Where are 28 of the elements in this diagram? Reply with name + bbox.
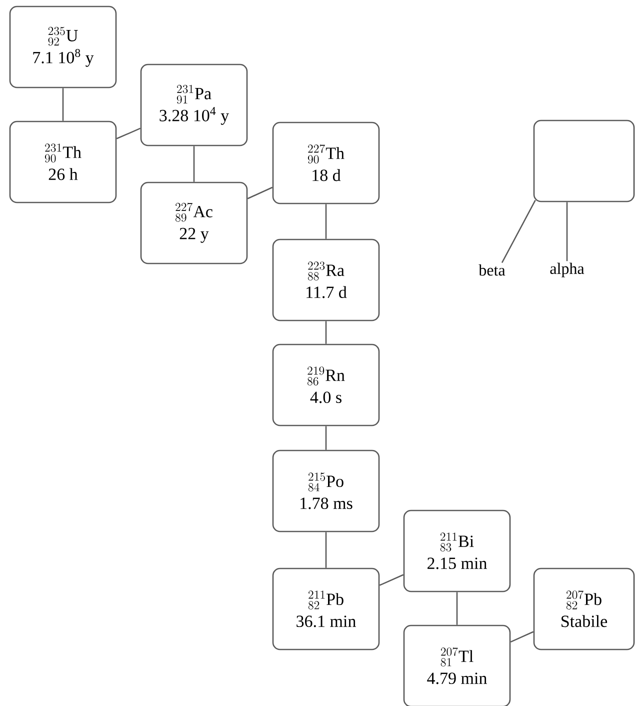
decay-label: beta [478,264,506,276]
nuclide-box: ${}^{231}_{90}\mathrm{Th}$ 26 h [9,120,117,204]
nuclide-box: ${}^{223}_{88}\mathrm{Ra}$ 11.7 d [272,238,380,322]
nuclide-box: ${}^{227}_{90}\mathrm{Th}$ 18 d [272,122,380,204]
nuclide-box: ${}^{227}_{89}\mathrm{Ac}$ 22 y [140,182,248,264]
decay-label: alpha [550,262,584,278]
decay-line [325,532,327,568]
nuclide-box: ${}^{211}_{83}\mathrm{Bi}$ 2.15 min [403,510,511,592]
nuclide-box: ${}^{207}_{82}\mathrm{Pb}$ Stabile [533,568,635,650]
nuclide-box: ${}^{215}_{84}\mathrm{Po}$ 1.78 ms [272,450,380,532]
nuclide-box: ${}^{231}_{91}\mathrm{Pa}$ 3.28 10$^{4}$ y [140,64,248,146]
leader-line [566,202,568,262]
leader-line [501,200,536,264]
decay-line [325,321,327,344]
nuclide-box: ${}^{219}_{86}\mathrm{Rn}$ 4.0 s [272,344,380,426]
nuclide-box: ${}^{207}_{81}\mathrm{Tl}$ 4.79 min [403,624,511,706]
nuclide-box: ${}^{235}_{92}\mathrm{U}$ 7.1 10$^{8}$ y [9,6,117,88]
decay-line [510,631,534,643]
decay-line [62,88,64,121]
decay-line [379,574,404,586]
decay-line [456,592,458,625]
decay-line [193,146,195,182]
empty-box [533,120,635,202]
nuclide-box: ${}^{211}_{82}\mathrm{Pb}$ 36.1 min [272,568,380,650]
decay-line [247,186,273,200]
decay-line [116,128,141,140]
decay-line [325,426,327,450]
decay-line [325,204,327,239]
